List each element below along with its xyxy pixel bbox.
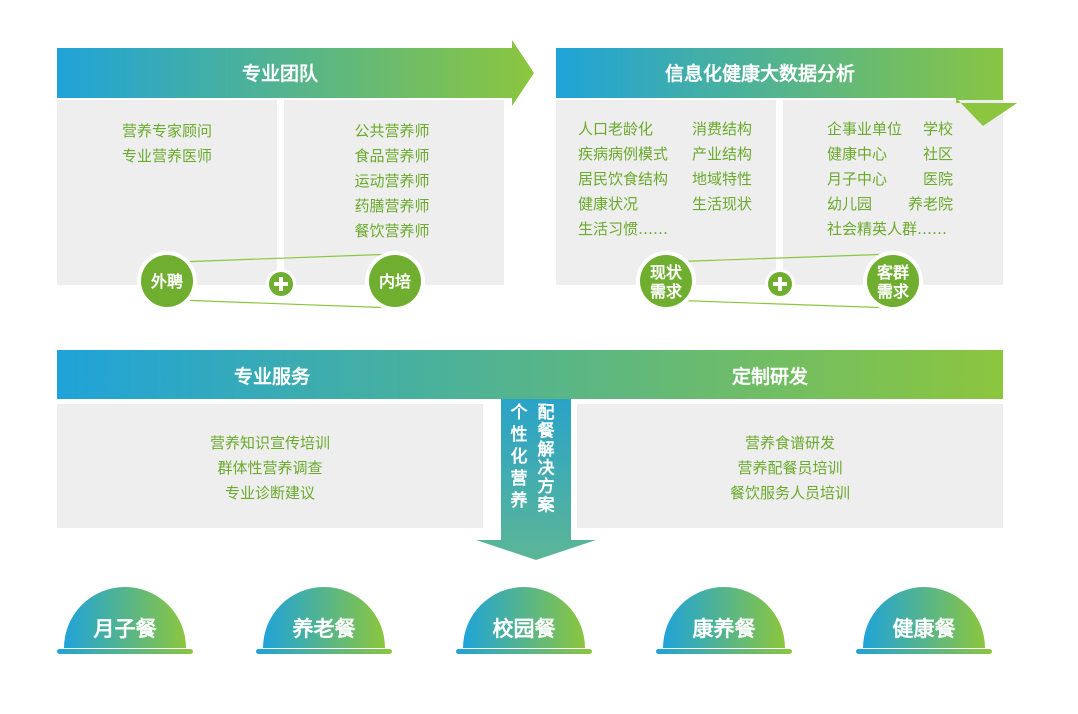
meal-label: 校园餐 — [493, 617, 557, 641]
vertical-char: 性 — [511, 424, 528, 445]
meal-dome: 养老餐 — [256, 587, 392, 654]
meal-dome-shape — [263, 587, 385, 648]
data-arrow-tip — [956, 98, 1017, 126]
data-client-item: 社会精英人群…… — [827, 220, 947, 238]
team-role-item: 营养专家顾问 — [122, 122, 212, 140]
service-right-title: 定制研发 — [732, 365, 809, 388]
meal-dome-shape — [64, 587, 186, 648]
meal-label: 健康餐 — [893, 617, 957, 641]
meal-plate-line — [856, 649, 992, 654]
data-circle-current-line2: 需求 — [650, 282, 683, 301]
meal-dome: 健康餐 — [856, 587, 992, 654]
vertical-char: 个 — [510, 402, 529, 423]
data-client-item: 幼儿园 — [827, 195, 872, 213]
data-circle-customer-inner — [867, 255, 919, 307]
rnd-item: 营养食谱研发 — [745, 434, 835, 452]
data-client-item: 月子中心 — [827, 170, 887, 188]
data-factor-item: 生活习惯…… — [578, 220, 668, 238]
team-plus-icon — [266, 269, 296, 299]
meal-plate-line — [57, 649, 193, 654]
data-circle-customer-line1: 客群 — [877, 263, 909, 282]
vertical-char: 养 — [510, 490, 529, 511]
data-title: 信息化健康大数据分析 — [665, 62, 855, 85]
data-factor-item: 健康状况 — [578, 195, 638, 213]
vertical-char: 化 — [511, 446, 528, 467]
meal-dome: 校园餐 — [456, 587, 592, 654]
team-role-item: 运动营养师 — [354, 172, 429, 190]
data-factor-item: 生活现状 — [692, 195, 752, 213]
meal-plate-line — [456, 649, 592, 654]
team-title: 专业团队 — [242, 62, 319, 85]
data-factor-item: 居民饮食结构 — [578, 170, 668, 188]
vertical-char: 决 — [538, 458, 556, 479]
data-factor-item: 人口老龄化 — [578, 120, 653, 138]
meal-domes: 月子餐 养老餐 校园餐 康养餐 健康餐 — [57, 587, 992, 654]
meal-label: 康养餐 — [693, 617, 757, 641]
data-client-item: 健康中心 — [827, 145, 887, 163]
team-circle-internal-label: 内培 — [379, 272, 411, 291]
data-circle-current-line1: 现状 — [650, 263, 683, 282]
team-role-item: 餐饮营养师 — [354, 222, 429, 240]
team-role-item: 药膳营养师 — [354, 197, 429, 215]
vertical-char: 餐 — [538, 421, 556, 442]
team-circle-internal-inner — [369, 255, 421, 307]
vertical-char: 解 — [538, 439, 555, 460]
data-factor-item: 地域特性 — [692, 170, 752, 188]
data-client-item: 养老院 — [908, 195, 953, 213]
vertical-char: 营 — [511, 468, 528, 489]
data-connector-lines — [665, 253, 894, 309]
data-client-item: 医院 — [923, 170, 953, 188]
service-item: 专业诊断建议 — [225, 484, 315, 502]
data-client-item: 社区 — [923, 145, 953, 163]
service-item: 群体性营养调查 — [217, 459, 322, 477]
data-client-item: 学校 — [923, 120, 953, 138]
service-item: 营养知识宣传培训 — [210, 434, 330, 452]
data-circle-current-inner — [640, 255, 692, 307]
team-role-item: 专业营养医师 — [122, 147, 212, 165]
meal-dome-shape — [663, 587, 785, 648]
center-down-arrow — [476, 399, 596, 560]
rnd-item: 营养配餐员培训 — [737, 459, 842, 477]
meal-plate-line — [656, 649, 792, 654]
service-header-bar — [57, 350, 1003, 399]
team-header-arrow — [57, 40, 534, 106]
data-factor-item: 疾病病例模式 — [578, 145, 668, 163]
meal-dome: 月子餐 — [57, 587, 193, 654]
meal-dome-shape — [463, 587, 585, 648]
team-circle-outsourced-label: 外聘 — [150, 272, 183, 291]
team-circle-outsourced-inner — [141, 255, 193, 307]
data-factor-item: 消费结构 — [692, 120, 752, 138]
meal-label: 月子餐 — [93, 617, 158, 641]
team-role-item: 食品营养师 — [354, 147, 429, 165]
service-left-title: 专业服务 — [234, 365, 311, 388]
service-panel-right — [577, 404, 1003, 528]
data-client-item: 企事业单位 — [827, 120, 902, 138]
vertical-char: 配 — [538, 403, 555, 423]
meal-dome: 康养餐 — [656, 587, 792, 654]
vertical-char: 案 — [537, 495, 556, 516]
service-panel-left — [57, 404, 483, 528]
vertical-char: 方 — [538, 476, 555, 497]
rnd-item: 餐饮服务人员培训 — [730, 484, 850, 502]
data-circle-customer-line2: 需求 — [877, 282, 910, 301]
team-role-item: 公共营养师 — [354, 122, 429, 140]
meal-dome-shape — [863, 587, 985, 648]
meal-plate-line — [256, 649, 392, 654]
data-plus-icon — [765, 269, 795, 299]
data-factor-item: 产业结构 — [692, 145, 752, 163]
data-header-arrow — [556, 48, 1017, 126]
meal-label: 养老餐 — [292, 617, 357, 641]
